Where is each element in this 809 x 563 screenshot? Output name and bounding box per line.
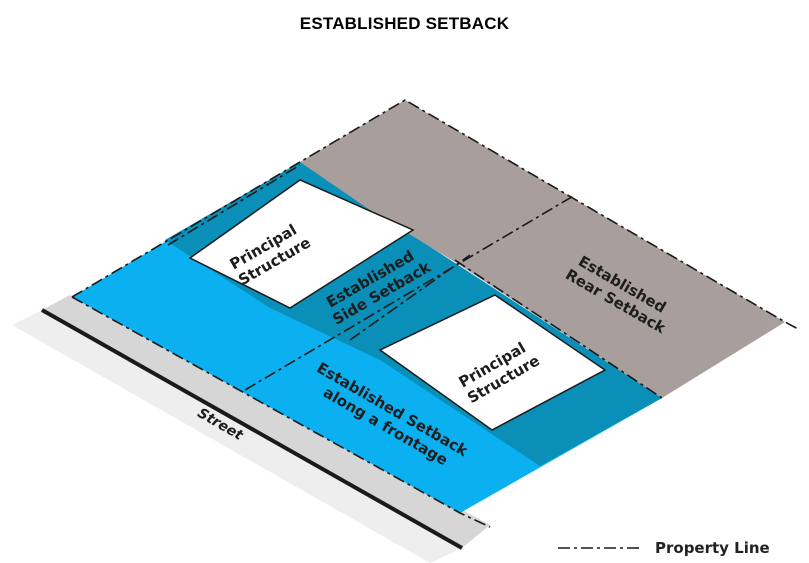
- legend-property-line-label: Property Line: [655, 539, 770, 557]
- curb-line: [41, 308, 463, 550]
- property-lines: [71, 99, 801, 528]
- principal-structure-1: [188, 179, 415, 309]
- diagram-title: ESTABLISHED SETBACK: [299, 14, 510, 33]
- principal-structure-2: [378, 294, 607, 431]
- rear-setback-zone: [300, 100, 785, 398]
- sidewalk: [42, 295, 490, 548]
- legend: Property Line: [558, 539, 770, 557]
- street-shadow: [12, 310, 462, 563]
